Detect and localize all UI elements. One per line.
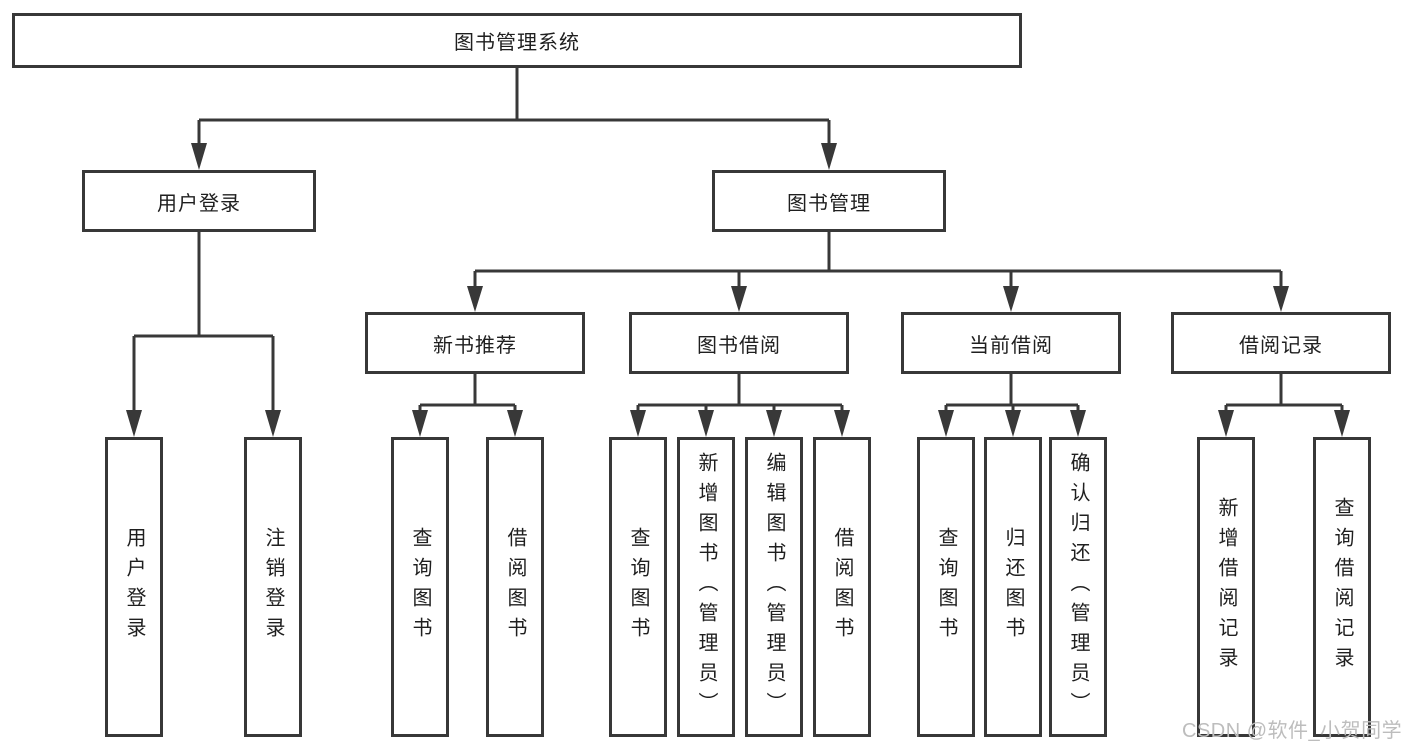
edge-newbook-to-leaves — [412, 374, 523, 437]
edge-currentborrow-to-leaves — [938, 374, 1086, 437]
leaf-record-query: 查询借阅记录 — [1313, 437, 1371, 737]
node-current-borrow: 当前借阅 — [901, 312, 1121, 374]
leaf-borrow-borrow-label: 借阅图书 — [831, 527, 853, 647]
leaf-newbook-borrow: 借阅图书 — [486, 437, 544, 737]
leaf-user-login: 用户登录 — [105, 437, 163, 737]
leaf-newbook-borrow-label: 借阅图书 — [504, 527, 526, 647]
leaf-newbook-query: 查询图书 — [391, 437, 449, 737]
node-root: 图书管理系统 — [12, 13, 1022, 68]
edge-root-to-level2 — [191, 68, 837, 170]
node-user-login: 用户登录 — [82, 170, 316, 232]
node-borrow-records: 借阅记录 — [1171, 312, 1391, 374]
leaf-logout-label: 注销登录 — [262, 527, 284, 647]
leaf-borrow-query-label: 查询图书 — [627, 527, 649, 647]
leaf-current-query: 查询图书 — [917, 437, 975, 737]
leaf-current-return: 归还图书 — [984, 437, 1042, 737]
edge-bookborrow-to-leaves — [630, 374, 850, 437]
leaf-current-confirm-return-label: 确认归还（管理员） — [1067, 452, 1089, 722]
leaf-borrow-add-label: 新增图书（管理员） — [695, 452, 717, 722]
leaf-borrow-edit-label: 编辑图书（管理员） — [763, 452, 785, 722]
leaf-user-login-label: 用户登录 — [123, 527, 145, 647]
leaf-current-confirm-return: 确认归还（管理员） — [1049, 437, 1107, 737]
leaf-record-add: 新增借阅记录 — [1197, 437, 1255, 737]
leaf-logout: 注销登录 — [244, 437, 302, 737]
leaf-borrow-edit: 编辑图书（管理员） — [745, 437, 803, 737]
node-new-book-recommend: 新书推荐 — [365, 312, 585, 374]
edge-bookmgmt-to-level3 — [467, 232, 1289, 312]
leaf-borrow-borrow: 借阅图书 — [813, 437, 871, 737]
node-book-borrow: 图书借阅 — [629, 312, 849, 374]
edge-userlogin-to-leaves — [126, 232, 281, 437]
edge-borrowrecord-to-leaves — [1218, 374, 1350, 437]
leaf-borrow-query: 查询图书 — [609, 437, 667, 737]
leaf-record-query-label: 查询借阅记录 — [1331, 497, 1353, 677]
leaf-current-query-label: 查询图书 — [935, 527, 957, 647]
leaf-newbook-query-label: 查询图书 — [409, 527, 431, 647]
leaf-current-return-label: 归还图书 — [1002, 527, 1024, 647]
leaf-record-add-label: 新增借阅记录 — [1215, 497, 1237, 677]
leaf-borrow-add: 新增图书（管理员） — [677, 437, 735, 737]
node-book-management: 图书管理 — [712, 170, 946, 232]
